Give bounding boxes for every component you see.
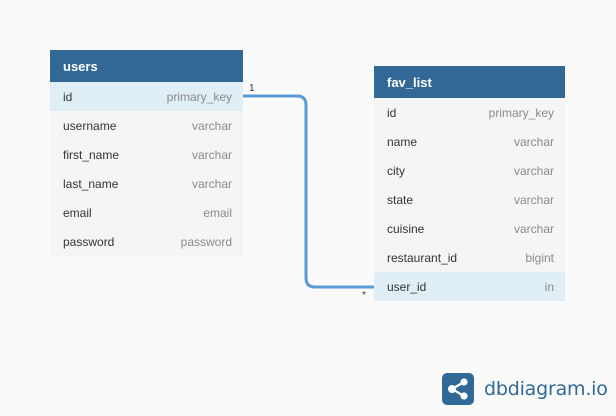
- users-table[interactable]: users id primary_key username varchar fi…: [50, 50, 243, 256]
- field-type: primary_key: [166, 89, 232, 104]
- field-name: password: [63, 234, 115, 249]
- field-row-user-id[interactable]: user_id in: [374, 272, 565, 301]
- field-type: varchar: [513, 192, 554, 207]
- field-type: varchar: [191, 118, 232, 133]
- field-type: bigint: [525, 250, 554, 265]
- field-row-city[interactable]: city varchar: [374, 156, 565, 185]
- field-type: in: [544, 279, 554, 294]
- field-name: id: [387, 105, 397, 120]
- relationship-line: [243, 94, 374, 289]
- field-type: varchar: [191, 147, 232, 162]
- field-name: first_name: [63, 147, 120, 162]
- field-row-restaurant-id[interactable]: restaurant_id bigint: [374, 243, 565, 272]
- field-name: email: [63, 205, 92, 220]
- field-row-email[interactable]: email email: [50, 198, 243, 227]
- field-name: username: [63, 118, 117, 133]
- field-row-state[interactable]: state varchar: [374, 185, 565, 214]
- field-row-id[interactable]: id primary_key: [50, 82, 243, 111]
- field-row-id[interactable]: id primary_key: [374, 98, 565, 127]
- field-name: last_name: [63, 176, 119, 191]
- field-name: name: [387, 134, 418, 149]
- field-name: user_id: [387, 279, 427, 294]
- field-row-last-name[interactable]: last_name varchar: [50, 169, 243, 198]
- field-row-cuisine[interactable]: cuisine varchar: [374, 214, 565, 243]
- field-name: id: [63, 89, 73, 104]
- field-type: varchar: [513, 134, 554, 149]
- field-row-name[interactable]: name varchar: [374, 127, 565, 156]
- field-type: varchar: [191, 176, 232, 191]
- field-name: restaurant_id: [387, 250, 458, 265]
- field-row-password[interactable]: password password: [50, 227, 243, 256]
- table-header-users[interactable]: users: [50, 50, 243, 82]
- field-type: primary_key: [488, 105, 554, 120]
- table-header-fav-list[interactable]: fav_list: [374, 66, 565, 98]
- cardinality-many-label: *: [362, 290, 366, 301]
- fav-list-table[interactable]: fav_list id primary_key name varchar cit…: [374, 66, 565, 301]
- dbdiagram-brand[interactable]: dbdiagram.io: [442, 372, 612, 406]
- cardinality-one-label: 1: [249, 83, 255, 94]
- share-nodes-icon: [442, 373, 474, 405]
- field-type: email: [203, 205, 232, 220]
- field-type: varchar: [513, 221, 554, 236]
- field-name: state: [387, 192, 414, 207]
- field-type: varchar: [513, 163, 554, 178]
- field-type: password: [180, 234, 232, 249]
- field-name: cuisine: [387, 221, 425, 236]
- brand-name: dbdiagram.io: [484, 378, 608, 400]
- field-row-first-name[interactable]: first_name varchar: [50, 140, 243, 169]
- field-row-username[interactable]: username varchar: [50, 111, 243, 140]
- field-name: city: [387, 163, 405, 178]
